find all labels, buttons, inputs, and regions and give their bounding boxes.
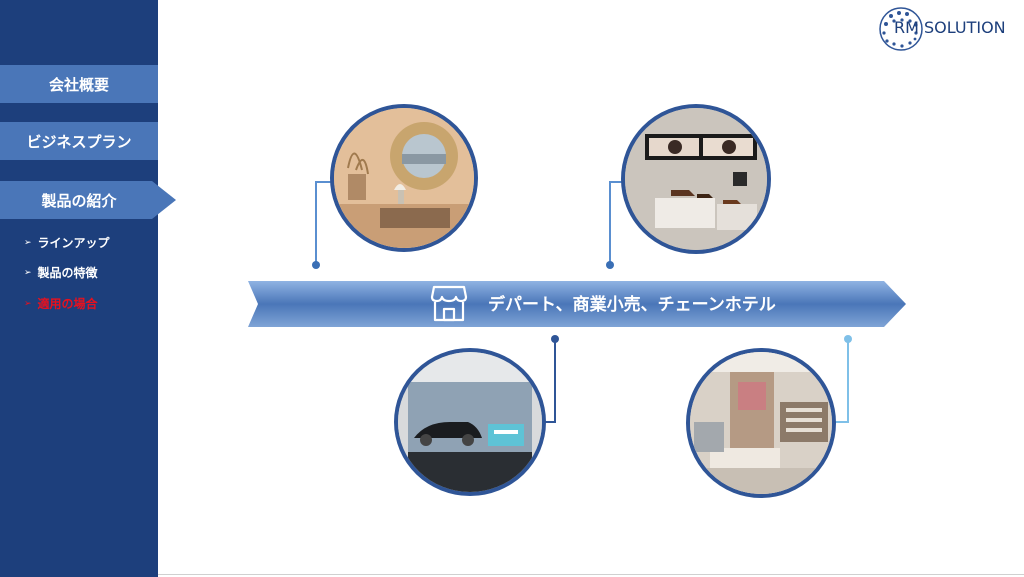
photo-car-showroom [394,348,546,496]
arrow-icon: ➢ [24,237,32,248]
banner-title: デパート、商業小売、チェーンホテル [488,295,776,315]
sub-item-label: 適用の場合 [37,297,98,311]
nav-product-intro[interactable]: 製品の紹介 [0,181,176,219]
sub-item-lineup[interactable]: ➢ ラインアップ [24,234,110,251]
nav-label: ビジネスプラン [26,132,132,151]
store-icon [430,285,468,322]
sub-item-features[interactable]: ➢ 製品の特徴 [24,264,98,281]
arrow-icon: ➢ [24,298,32,309]
photo-shoe-store [621,104,771,254]
logo-text: RM SOLUTION [894,18,1006,37]
logo-globe-icon [879,7,923,51]
nav-label: 会社概要 [48,75,109,94]
nav-label: 製品の紹介 [41,191,117,210]
divider [158,574,1024,575]
sub-item-applications[interactable]: ➢ 適用の場合 [24,295,98,312]
arrow-icon: ➢ [24,267,32,278]
photo-cosmetics-store [686,348,836,498]
photo-interior-mirror [330,104,478,252]
banner-arrow [248,281,906,327]
sub-item-label: ラインアップ [37,236,110,250]
nav-business-plan[interactable]: ビジネスプラン [0,122,158,160]
sub-item-label: 製品の特徴 [37,266,98,280]
nav-company-overview[interactable]: 会社概要 [0,65,158,103]
